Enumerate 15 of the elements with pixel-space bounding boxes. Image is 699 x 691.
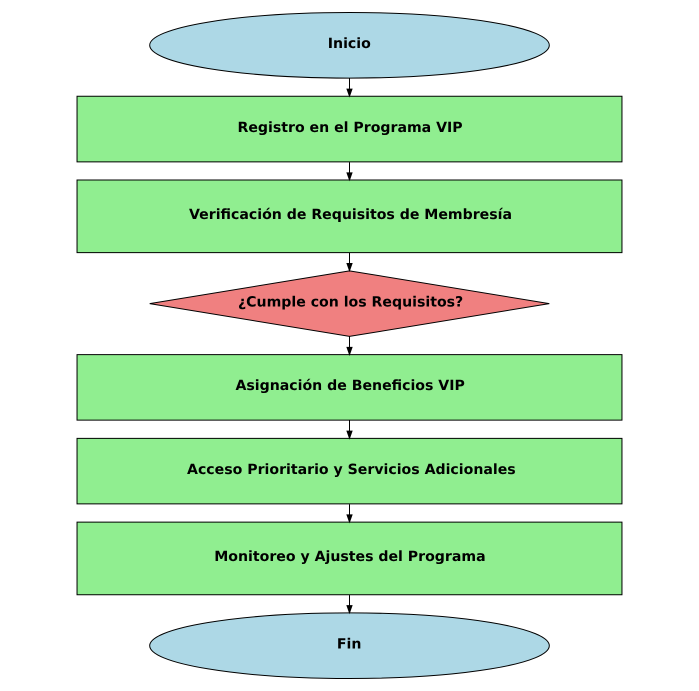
node-box: Registro en el Programa VIP xyxy=(76,96,622,162)
node-ellipse: Inicio xyxy=(149,12,550,79)
arrow xyxy=(346,253,353,272)
arrow xyxy=(346,504,353,524)
node-box: Asignación de Beneficios VIP xyxy=(76,354,622,421)
node-ellipse: Fin xyxy=(149,612,550,680)
node-box: Acceso Prioritario y Servicios Adicionales xyxy=(76,438,622,504)
node-box: Verificación de Requisitos de Membresía xyxy=(76,180,622,254)
arrow xyxy=(346,162,353,182)
arrow xyxy=(346,78,353,98)
arrow xyxy=(346,420,353,440)
arrow xyxy=(346,336,353,356)
node-box: Monitoreo y Ajustes del Programa xyxy=(76,522,622,596)
arrow xyxy=(346,595,353,614)
node-diamond: ¿Cumple con los Requisitos? xyxy=(149,270,550,337)
